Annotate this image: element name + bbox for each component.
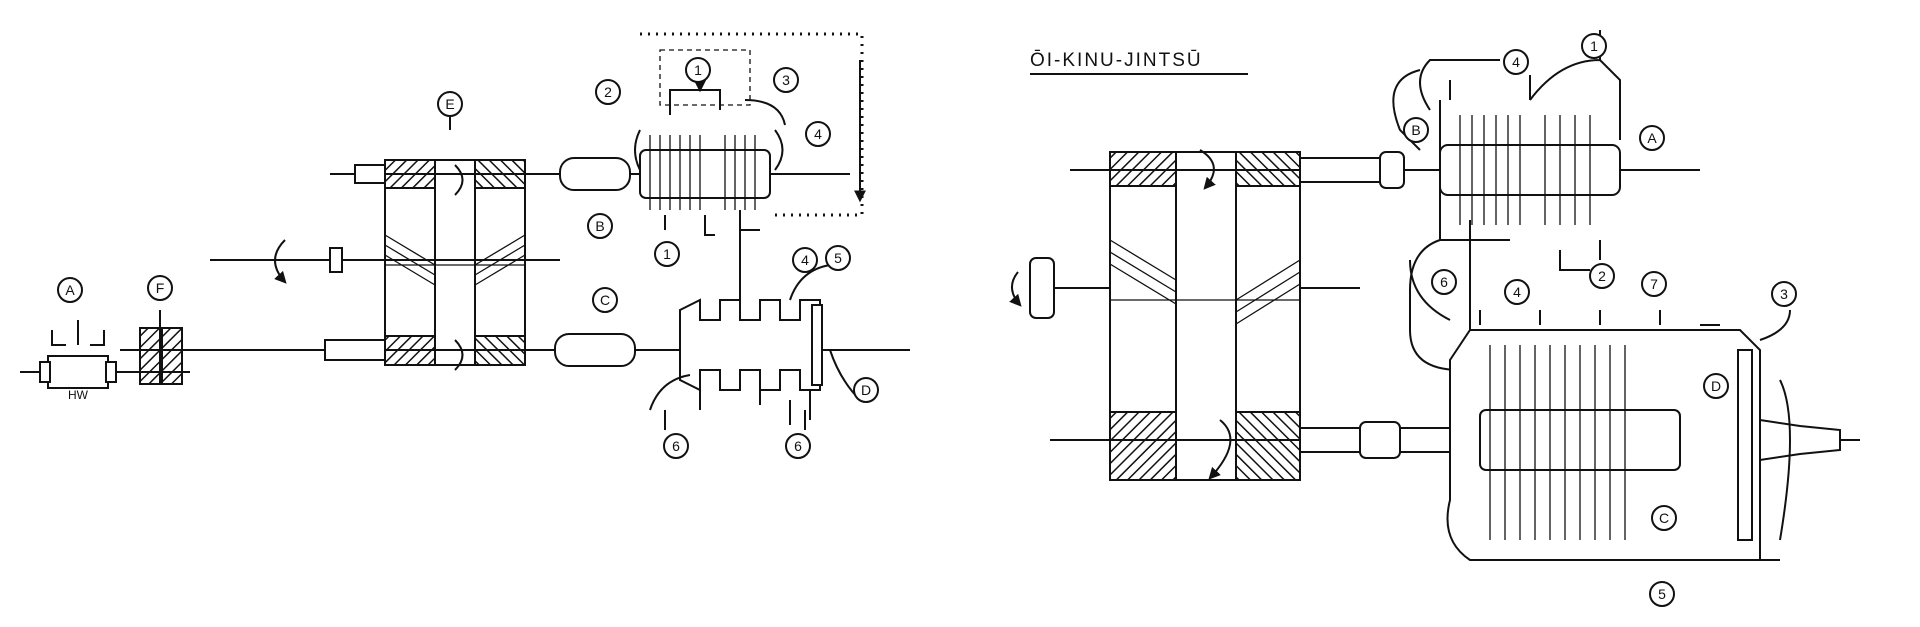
label-1-top: 1 [694, 62, 702, 78]
label-5-right: 5 [1658, 586, 1666, 602]
label-1-bottom: 1 [663, 246, 671, 262]
right-lp-turbine [1446, 309, 1791, 561]
label-4-lower: 4 [801, 252, 809, 268]
diagram-title: ŌI-KINU-JINTSŪ [1030, 50, 1203, 71]
label-e: E [445, 96, 454, 112]
label-2-left: 2 [604, 84, 612, 100]
label-4-right-lower: 4 [1513, 284, 1521, 300]
gear-f [139, 310, 183, 385]
label-d-left: D [861, 382, 871, 398]
lp-turbine-c [649, 230, 861, 430]
left-diagram: HW [20, 32, 910, 459]
label-b-right: B [1411, 122, 1420, 138]
label-f: F [156, 280, 165, 296]
hotwell-label: HW [68, 388, 89, 402]
right-diagram: ŌI-KINU-JINTSŪ [1009, 30, 1860, 607]
label-6-b: 6 [794, 438, 802, 454]
label-4-right-top: 4 [1512, 54, 1520, 70]
right-labels: 1 4 B A 2 6 4 7 3 D C 5 [1403, 33, 1797, 607]
left-labels: A F E B C D 1 1 2 3 4 4 5 6 [57, 57, 879, 459]
label-5-left: 5 [834, 250, 842, 266]
main-gear-casing [384, 110, 526, 366]
aux-unit-a: HW [20, 320, 190, 402]
label-7-right: 7 [1650, 276, 1658, 292]
label-c-right: C [1659, 510, 1669, 526]
label-d-right: D [1711, 378, 1721, 394]
label-b-left: B [595, 218, 604, 234]
label-6-right: 6 [1440, 274, 1448, 290]
label-4-upper: 4 [814, 126, 822, 142]
label-3-left: 3 [782, 72, 790, 88]
label-c-left: C [600, 292, 610, 308]
label-a-left: A [65, 282, 75, 298]
label-3-right: 3 [1780, 286, 1788, 302]
label-1-right: 1 [1590, 38, 1598, 54]
label-a-right: A [1647, 130, 1657, 146]
label-2-right: 2 [1598, 268, 1606, 284]
right-gear-casing [1109, 149, 1301, 481]
right-input-flange [1009, 257, 1360, 319]
label-6-a: 6 [672, 438, 680, 454]
